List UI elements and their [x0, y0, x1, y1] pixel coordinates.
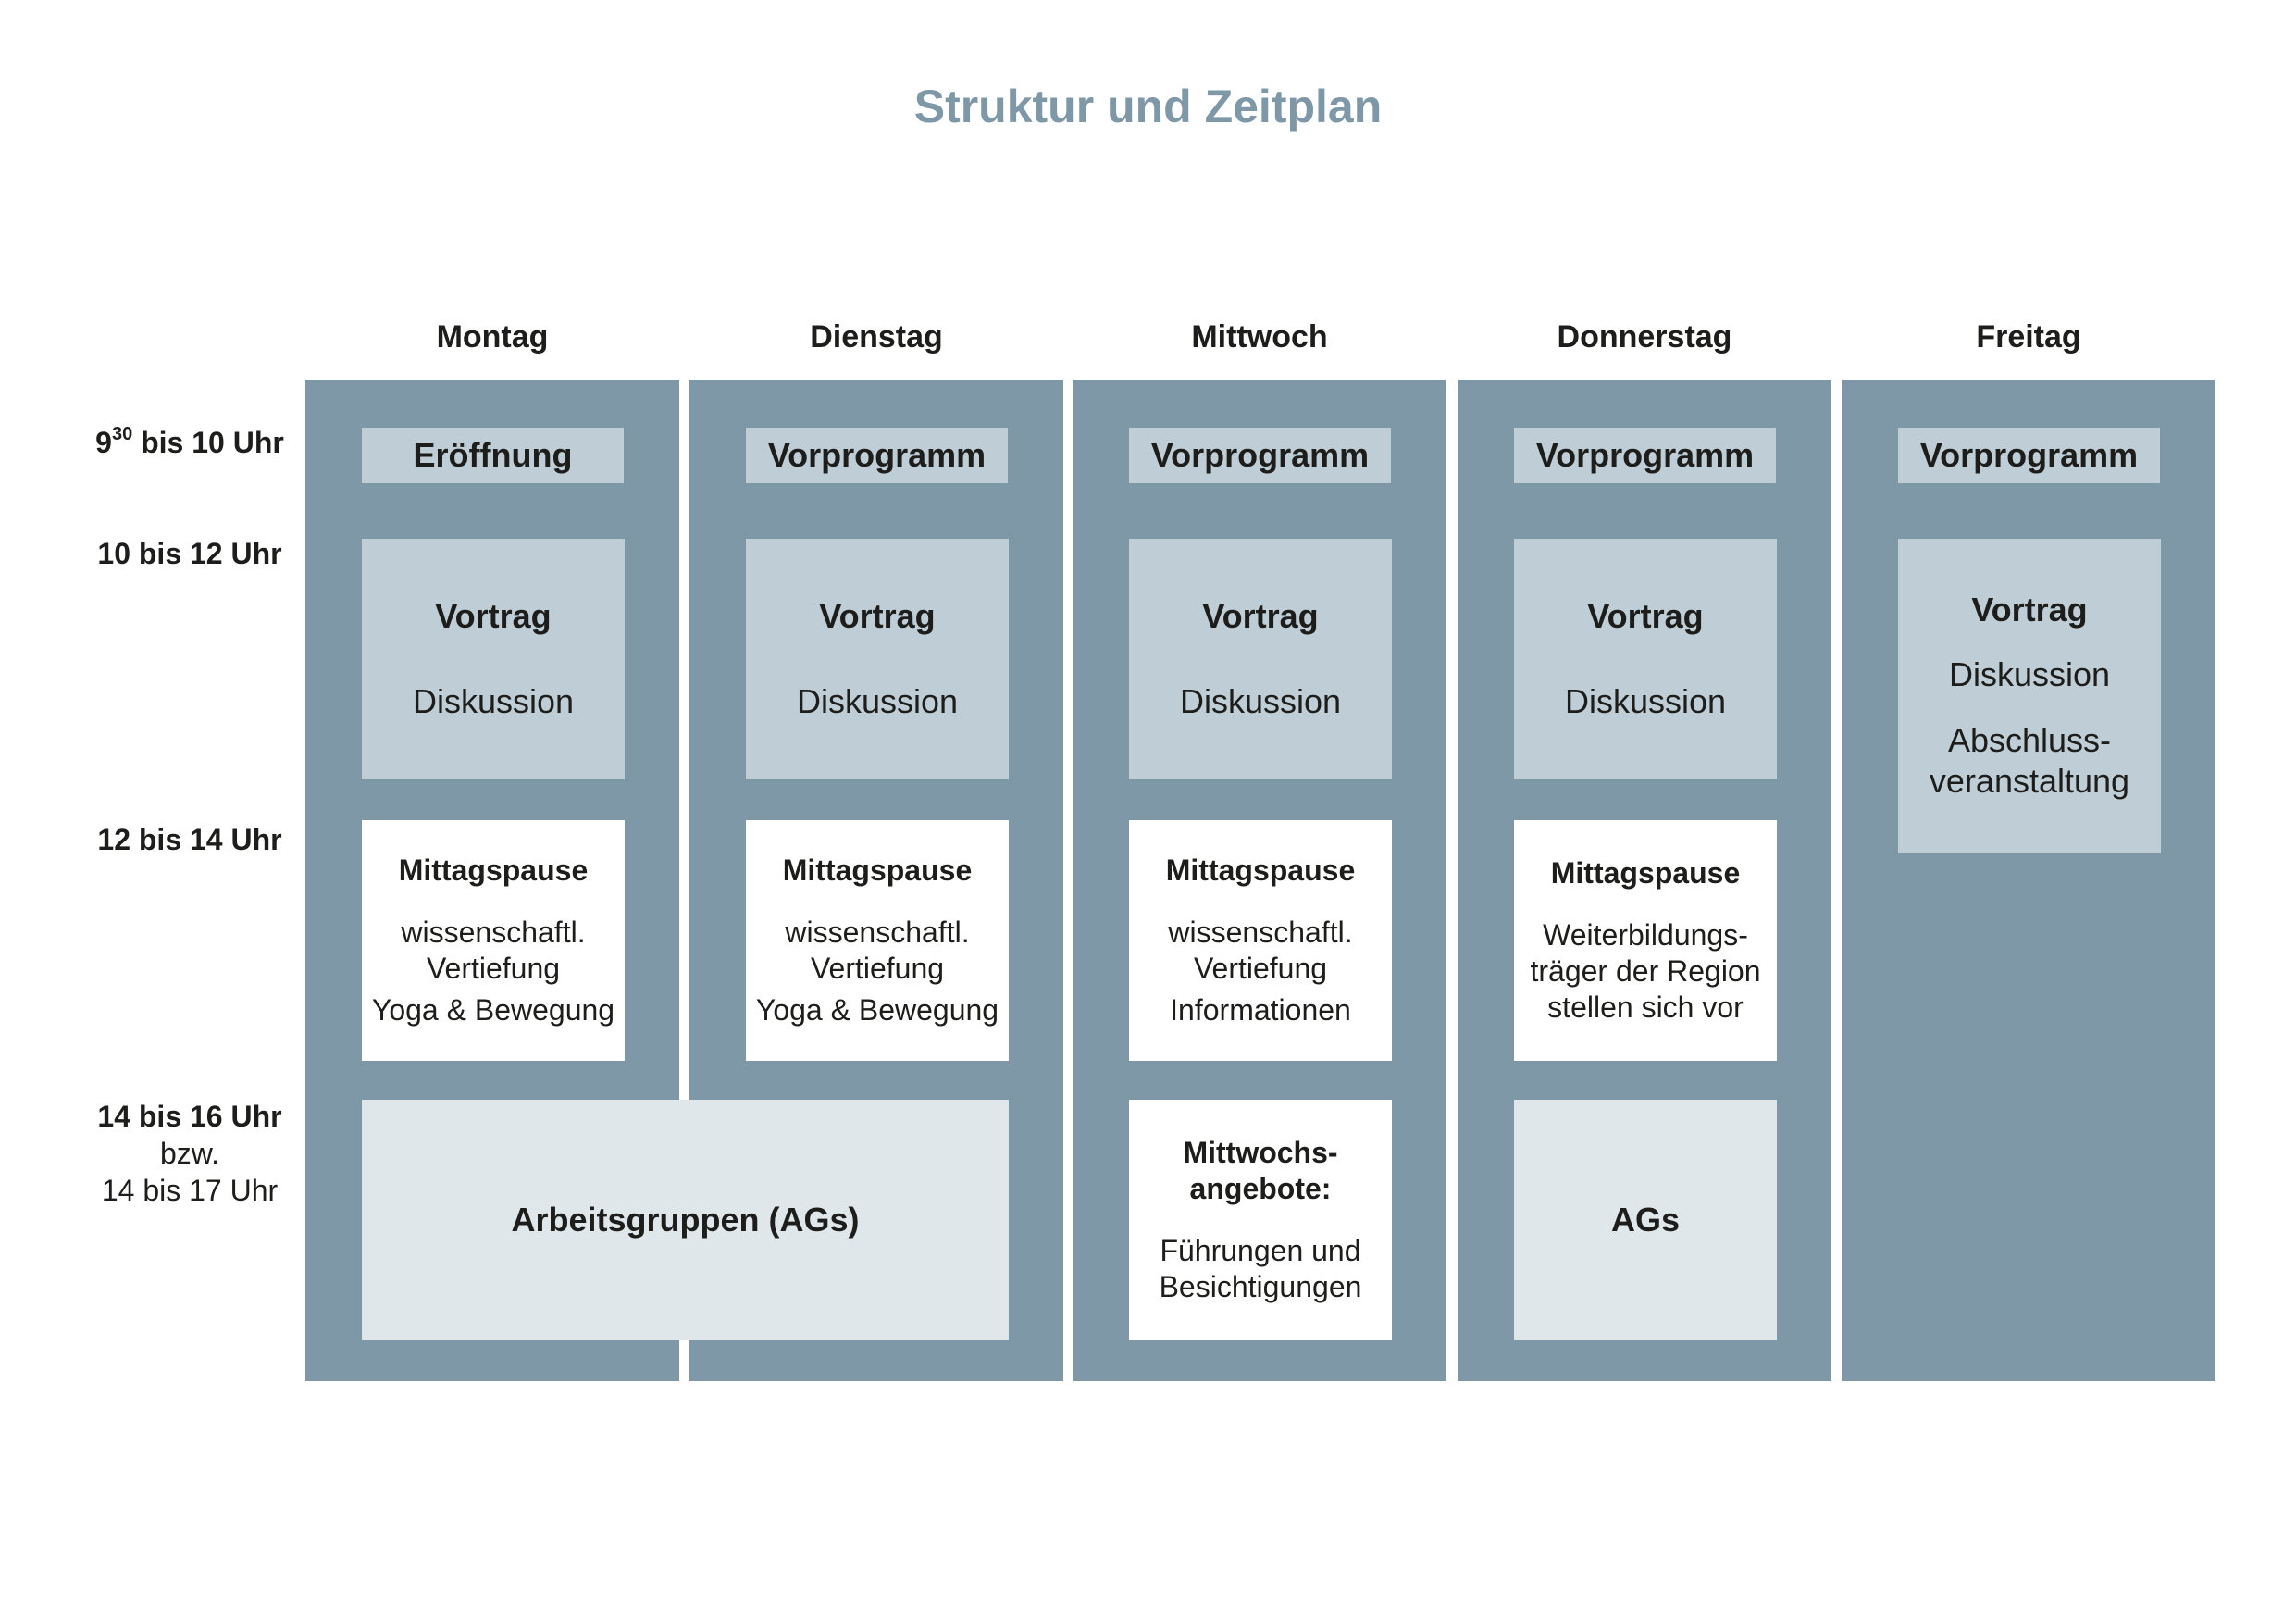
lunch-science-label: wissenschaftl. Vertiefung [1168, 915, 1353, 985]
wednesday-offers-title: Mittwochs- angebote: [1183, 1136, 1338, 1205]
discussion-label: Diskussion [412, 682, 575, 720]
talk-block-wednesday: Vortrag Diskussion [1129, 539, 1392, 779]
wednesday-offers-block: Mittwochs- angebote: Führungen und Besic… [1129, 1100, 1392, 1340]
preprogram-block-friday: Vorprogramm [1898, 428, 2160, 483]
lunch-block-tuesday: Mittagspause wissenschaftl. Vertiefung Y… [746, 820, 1009, 1061]
lunch-science-label: wissenschaftl. Vertiefung [401, 915, 586, 985]
talk-title: Vortrag [435, 597, 552, 635]
lunch-block-monday: Mittagspause wissenschaftl. Vertiefung Y… [362, 820, 625, 1061]
lunch-title: Mittagspause [398, 853, 589, 887]
lunch-science-label: wissenschaftl. Vertiefung [785, 915, 970, 985]
lunch-title: Mittagspause [782, 853, 973, 887]
lunch-title: Mittagspause [1165, 853, 1356, 887]
discussion-label: Diskussion [1564, 682, 1727, 720]
time-label-afternoon: 14 bis 16 Uhr bzw. 14 bis 17 Uhr [97, 1100, 282, 1207]
lunch-info-label: Informationen [1170, 993, 1351, 1027]
talk-block-thursday: Vortrag Diskussion [1514, 539, 1777, 779]
time-label-morning-start: 930 bis 10 Uhr [95, 424, 284, 459]
talk-block-monday: Vortrag Diskussion [362, 539, 625, 779]
discussion-label: Diskussion [1948, 655, 2111, 693]
workgroups-block: Arbeitsgruppen (AGs) [362, 1100, 1009, 1340]
closing-event-label: Abschluss- veranstaltung [1929, 721, 2130, 800]
talk-title: Vortrag [1202, 597, 1319, 635]
lunch-title: Mittagspause [1550, 856, 1741, 890]
lunch-yoga-label: Yoga & Bewegung [755, 993, 999, 1027]
lunch-block-wednesday: Mittagspause wissenschaftl. Vertiefung I… [1129, 820, 1392, 1061]
day-label-thursday: Donnerstag [1557, 319, 1732, 355]
preprogram-block-tuesday: Vorprogramm [746, 428, 1008, 483]
talk-title: Vortrag [819, 597, 936, 635]
lunch-block-thursday: Mittagspause Weiterbildungs- träger der … [1514, 820, 1777, 1061]
day-label-monday: Montag [436, 319, 549, 355]
opening-block-monday: Eröffnung [362, 428, 624, 483]
discussion-label: Diskussion [796, 682, 959, 720]
day-label-friday: Freitag [1976, 319, 2081, 355]
time-label-midday: 12 bis 14 Uhr [97, 823, 282, 856]
talk-block-friday: Vortrag Diskussion Abschluss- veranstalt… [1898, 539, 2161, 853]
page-title: Struktur und Zeitplan [913, 81, 1383, 132]
day-label-wednesday: Mittwoch [1191, 319, 1328, 355]
preprogram-block-thursday: Vorprogramm [1514, 428, 1776, 483]
time-label-morning: 10 bis 12 Uhr [97, 537, 282, 570]
talk-block-tuesday: Vortrag Diskussion [746, 539, 1009, 779]
column-friday [1842, 380, 2215, 1381]
lunch-yoga-label: Yoga & Bewegung [371, 993, 615, 1027]
day-label-tuesday: Dienstag [810, 319, 943, 355]
talk-title: Vortrag [1971, 591, 2088, 629]
talk-title: Vortrag [1587, 597, 1704, 635]
discussion-label: Diskussion [1179, 682, 1342, 720]
lunch-providers-label: Weiterbildungs- träger der Region stelle… [1530, 918, 1761, 1024]
wednesday-offers-body: Führungen und Besichtigungen [1159, 1234, 1362, 1303]
preprogram-block-wednesday: Vorprogramm [1129, 428, 1391, 483]
thursday-workgroups-block: AGs [1514, 1100, 1777, 1340]
